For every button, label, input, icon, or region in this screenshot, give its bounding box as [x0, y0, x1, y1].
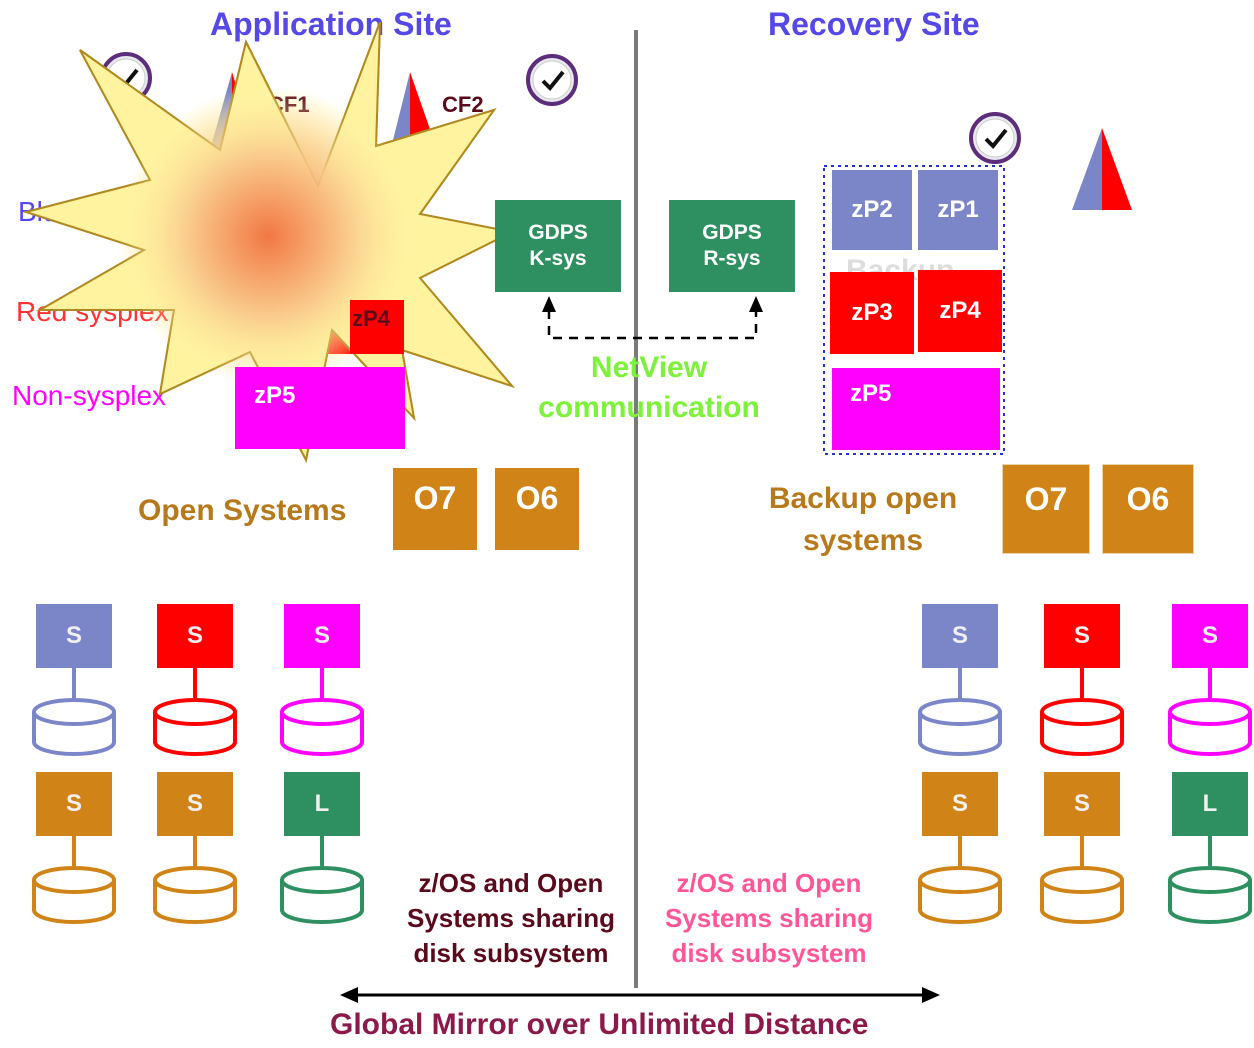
gdps-r-sys-box: GDPS R-sys [669, 200, 795, 292]
netview-label: NetView communication [494, 348, 804, 428]
open-system-o6: O6 [495, 468, 579, 550]
disk-controller: L [1172, 772, 1248, 836]
disk-icon [153, 668, 237, 756]
disk-controller: S [1172, 604, 1248, 668]
disk-icon [1168, 668, 1252, 756]
disk-icon [32, 668, 116, 756]
cf2-label: CF2 [442, 92, 484, 117]
disk-icon [1040, 668, 1124, 756]
magenta-partition-label: zP5 [254, 382, 296, 409]
sharing-left-line3: disk subsystem [413, 938, 609, 968]
backup-open-system-o7: O7 [1002, 464, 1090, 554]
arrow-icon [542, 296, 556, 312]
recovery-partition-zp2: zP2 [832, 170, 912, 250]
disk-controller: S [1044, 772, 1120, 836]
disk-icon [32, 836, 116, 924]
arrow-icon [749, 296, 763, 312]
clock-icon [526, 54, 578, 106]
disk-icon [280, 668, 364, 756]
sharing-right-line3: disk subsystem [671, 938, 867, 968]
clock-icon [969, 112, 1021, 164]
backup-open-system-o6: O6 [1102, 464, 1194, 554]
red-partition-label: zP4 [352, 306, 390, 331]
disk-icon [918, 836, 1002, 924]
gdps-r-line1: GDPS [702, 221, 762, 244]
global-mirror-label: Global Mirror over Unlimited Distance [330, 1008, 869, 1041]
recovery-partition-zp5: zP5 [832, 368, 1000, 450]
application-site-title: Application Site [210, 6, 452, 42]
disk-controller: S [36, 604, 112, 668]
sharing-left-line2: Systems sharing [406, 903, 616, 933]
recovery-partition-frame [823, 165, 1005, 455]
backup-label-line2: systems [802, 524, 924, 557]
recovery-partition-zp4: zP4 [918, 270, 1002, 352]
disk-controller: S [922, 604, 998, 668]
arrow-icon [340, 987, 358, 1003]
disk-controller: L [284, 772, 360, 836]
non-sysplex-label: Non-sysplex [12, 380, 167, 411]
backup-open-systems-label: Backup open systems [752, 478, 974, 562]
open-systems-label: Open Systems [138, 494, 347, 527]
netview-link [547, 310, 758, 340]
disk-controller: S [157, 604, 233, 668]
disk-icon [1040, 836, 1124, 924]
arrow-icon [922, 987, 940, 1003]
blue-sysplex-label: Blue sysplex [18, 196, 176, 227]
coupling-facility-icon [1072, 128, 1132, 210]
red-sysplex-label: Red sysplex [16, 296, 169, 327]
recovery-partition-zp1: zP1 [918, 170, 998, 250]
disk-controller: S [922, 772, 998, 836]
sharing-right-line1: z/OS and Open [676, 868, 862, 898]
netview-line2: communication [538, 391, 760, 424]
disk-controller: S [157, 772, 233, 836]
sharing-left-line1: z/OS and Open [418, 868, 604, 898]
disk-icon [918, 668, 1002, 756]
disk-controller: S [284, 604, 360, 668]
gdps-k-line2: K-sys [529, 247, 587, 270]
netview-line1: NetView [590, 351, 708, 384]
disk-icon [153, 836, 237, 924]
disk-controller: S [36, 772, 112, 836]
sharing-right-line2: Systems sharing [664, 903, 874, 933]
open-system-o7: O7 [393, 468, 477, 550]
disk-icon [280, 836, 364, 924]
sharing-note-left: z/OS and Open Systems sharing disk subsy… [386, 866, 636, 971]
backup-label-line1: Backup open [768, 482, 958, 515]
gdps-k-line1: GDPS [528, 221, 588, 244]
recovery-partition-zp3: zP3 [830, 272, 914, 354]
gdps-r-line2: R-sys [703, 247, 761, 270]
disk-icon [1168, 836, 1252, 924]
gdps-k-sys-box: GDPS K-sys [495, 200, 621, 292]
cf1-label: CF1 [268, 92, 310, 117]
disk-controller: S [1044, 604, 1120, 668]
recovery-site-title: Recovery Site [768, 6, 980, 42]
sharing-note-right: z/OS and Open Systems sharing disk subsy… [644, 866, 894, 971]
